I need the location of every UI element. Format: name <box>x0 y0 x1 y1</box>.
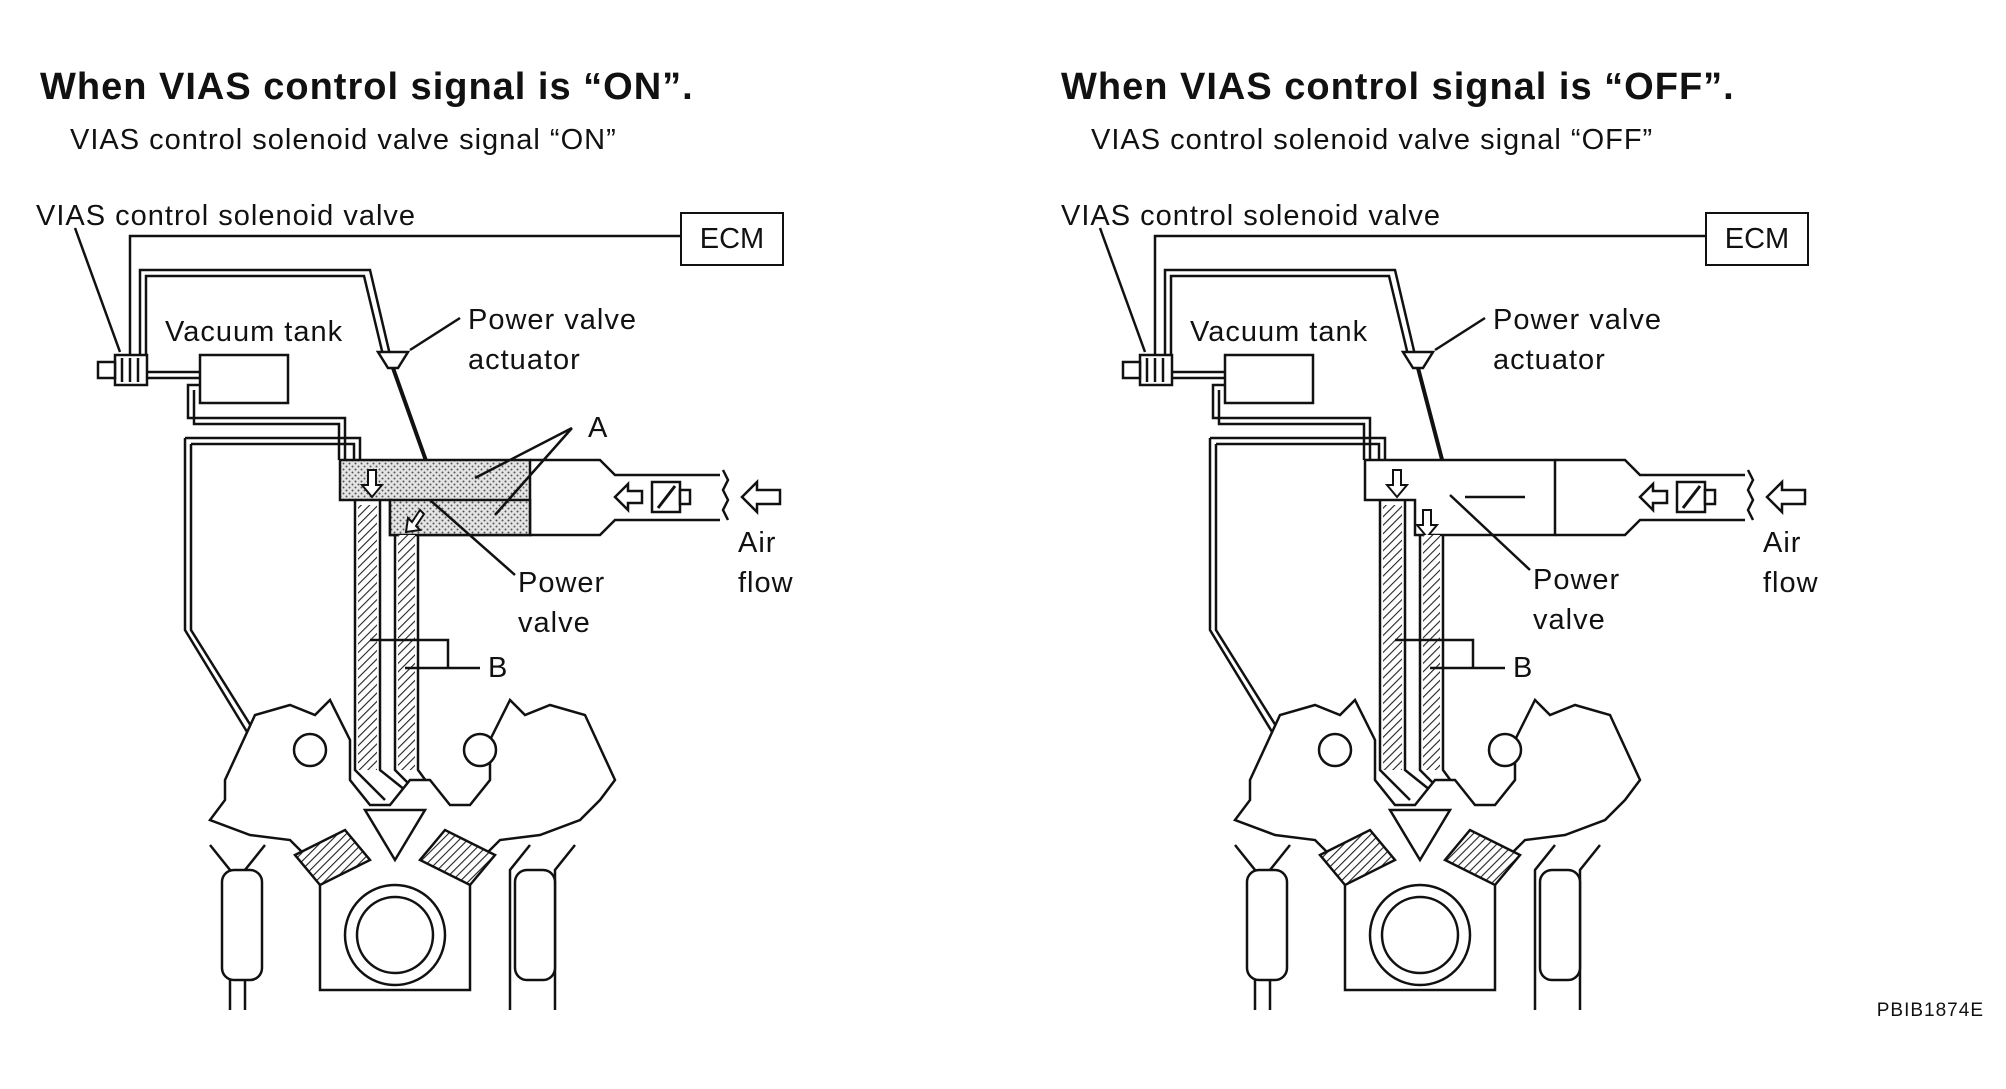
label-vacuum-tank: Vacuum tank <box>165 316 344 348</box>
label-actuator-line2: actuator <box>1493 344 1606 376</box>
panel-signal-on: When VIAS control signal is “ON”. VIAS c… <box>36 66 794 1010</box>
crank-circle <box>343 883 447 987</box>
vacuum-tank-shape <box>1223 353 1315 405</box>
label-power-valve-line2: valve <box>518 607 591 639</box>
actuator-leader <box>409 316 461 352</box>
runner-right <box>1423 535 1440 770</box>
runner-right <box>398 535 415 770</box>
label-actuator-line1: Power valve <box>468 304 637 336</box>
ecm-box: ECM <box>1705 212 1809 266</box>
vacuum-hose-actuator <box>138 268 392 356</box>
panel-subtitle: VIAS control solenoid valve signal “OFF” <box>1091 124 1654 156</box>
callout-a: A <box>588 412 609 444</box>
power-valve-leader <box>1449 494 1531 571</box>
power-valve-actuator-shape <box>375 350 411 370</box>
power-valve-leader <box>429 499 516 576</box>
label-power-valve-line1: Power <box>1533 564 1621 596</box>
exhaust-right <box>513 868 557 982</box>
power-valve-actuator-shape <box>1400 350 1436 370</box>
callout-b-leader <box>1395 638 1505 670</box>
panel-title: When VIAS control signal is “ON”. <box>40 66 694 108</box>
panel-subtitle: VIAS control solenoid valve signal “ON” <box>70 124 617 156</box>
air-inlet-duct <box>1555 458 1745 537</box>
ecm-signal-wire <box>1153 234 1705 355</box>
label-actuator-line1: Power valve <box>1493 304 1662 336</box>
exhaust-right <box>1538 868 1582 982</box>
callout-b: B <box>488 652 509 684</box>
callout-a-leaders <box>474 426 573 516</box>
vacuum-hose-actuator <box>1163 268 1417 356</box>
panel-signal-off: When VIAS control signal is “OFF”. VIAS … <box>1025 0 2006 1089</box>
label-actuator-line2: actuator <box>468 344 581 376</box>
label-vacuum-tank: Vacuum tank <box>1190 316 1369 348</box>
air-flow-arrow <box>740 478 782 516</box>
panel-title: When VIAS control signal is “OFF”. <box>1061 66 1735 108</box>
label-air-flow-line1: Air <box>1763 527 1802 559</box>
runner-left <box>358 505 377 770</box>
label-air-flow-line2: flow <box>738 567 794 599</box>
label-solenoid-valve: VIAS control solenoid valve <box>36 200 417 232</box>
exhaust-left <box>1245 868 1289 982</box>
air-inlet-duct <box>530 458 720 537</box>
callout-b: B <box>1513 652 1534 684</box>
label-solenoid-valve: VIAS control solenoid valve <box>1061 200 1442 232</box>
ecm-box: ECM <box>680 212 784 266</box>
air-flow-arrow <box>1765 478 1807 516</box>
vacuum-tank-shape <box>198 353 290 405</box>
label-power-valve-line2: valve <box>1533 604 1606 636</box>
vias-diagram-off <box>1098 227 1807 1010</box>
engine-block <box>1232 697 1642 992</box>
solenoid-leader <box>73 227 122 353</box>
engine-block <box>207 697 617 992</box>
label-power-valve-line1: Power <box>518 567 606 599</box>
vias-diagram-on <box>73 227 782 1010</box>
actuator-leader <box>1434 316 1486 352</box>
runner-left <box>1383 505 1402 770</box>
label-air-flow-line2: flow <box>1763 567 1819 599</box>
ecm-signal-wire <box>128 234 680 355</box>
figure-code: PBIB1874E <box>1876 1000 1984 1021</box>
callout-b-leader <box>370 638 480 670</box>
exhaust-left <box>220 868 264 982</box>
crank-circle <box>1368 883 1472 987</box>
duct-flow-arrow <box>613 480 644 514</box>
solenoid-leader <box>1098 227 1147 353</box>
duct-flow-arrow <box>1638 480 1669 514</box>
label-air-flow-line1: Air <box>738 527 777 559</box>
